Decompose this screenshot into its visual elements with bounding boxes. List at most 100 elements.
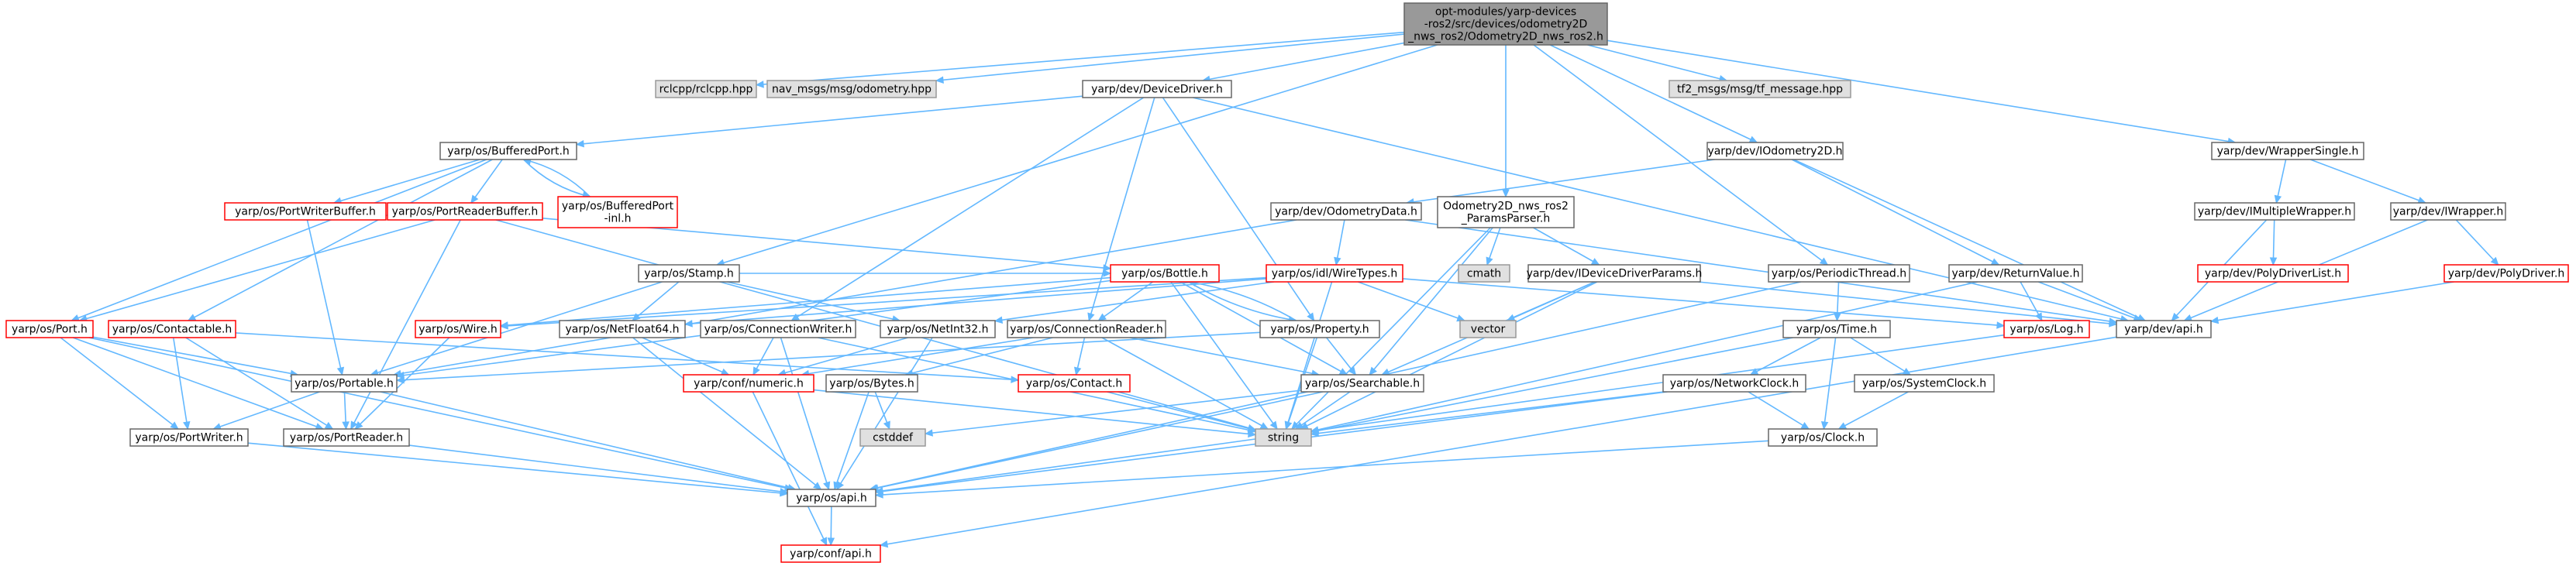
edge-devapi-to-confapi [879,336,2117,548]
edge-retval-to-log [2020,281,2043,322]
edge-devdriver-to-connreader [1087,97,1155,322]
edge-parser-to-string [1290,227,1491,430]
node-root[interactable]: opt-modules/yarp-devices-ros2/src/device… [1403,2,1608,46]
edge-portable-to-portwriter [212,391,320,431]
node-box [1255,428,1312,447]
node-idevparams[interactable]: yarp/dev/IDeviceDriverParams.h [1527,264,1703,283]
node-label: yarp/os/ConnectionWriter.h [704,323,852,335]
node-log[interactable]: yarp/os/Log.h [2003,320,2090,338]
edge-portable-to-portreader [342,391,350,431]
node-contactable[interactable]: yarp/os/Contactable.h [108,320,236,338]
edge-line [1300,281,1598,430]
node-box [2390,202,2506,221]
node-bufinl[interactable]: yarp/os/BufferedPort-inl.h [557,196,678,228]
node-imw[interactable]: yarp/dev/IMultipleWrapper.h [2194,202,2355,221]
node-label: rclcpp/rclcpp.hpp [659,83,753,95]
node-label: yarp/dev/DeviceDriver.h [1091,83,1223,95]
node-connwriter[interactable]: yarp/os/ConnectionWriter.h [700,320,856,338]
node-sysclock[interactable]: yarp/os/SystemClock.h [1854,374,1995,393]
arrowhead-icon [752,366,760,376]
node-port[interactable]: yarp/os/Port.h [5,320,94,338]
node-bytes[interactable]: yarp/os/Bytes.h [825,374,918,393]
arrowhead-icon [499,321,508,329]
node-stamp[interactable]: yarp/os/Stamp.h [638,264,740,283]
node-label: yarp/os/SystemClock.h [1862,377,1986,389]
node-label: yarp/os/PeriodicThread.h [1772,267,1906,280]
node-retval[interactable]: yarp/dev/ReturnValue.h [1948,264,2083,283]
node-box [291,374,398,393]
node-odomdata[interactable]: yarp/dev/OdometryData.h [1270,202,1422,221]
edge-line [925,389,1302,434]
node-portreader[interactable]: yarp/os/PortReader.h [283,428,410,447]
node-netclock[interactable]: yarp/os/NetworkClock.h [1662,374,1806,393]
node-iodom[interactable]: yarp/dev/IOdometry2D.h [1706,142,1844,160]
node-osapi[interactable]: yarp/os/api.h [787,489,876,507]
arrowhead-icon [350,420,358,431]
edge-wrapsingle-to-iw [2309,159,2426,204]
edge-bottle-to-connreader [1097,281,1154,321]
node-idlwt[interactable]: yarp/os/idl/WireTypes.h [1266,264,1403,283]
node-devdriver[interactable]: yarp/dev/DeviceDriver.h [1082,80,1232,98]
node-confapi[interactable]: yarp/conf/api.h [780,544,881,563]
edge-bufinl-to-bufport [522,157,591,197]
edge-idlwt-to-netf64 [684,278,1267,328]
node-pdlist[interactable]: yarp/dev/PolyDriverList.h [2197,264,2349,283]
arrowhead-icon [1285,420,1293,431]
edge-osapi-to-confapi [827,506,835,547]
node-wire[interactable]: yarp/os/Wire.h [415,320,501,338]
node-bufport[interactable]: yarp/os/BufferedPort.h [439,142,577,160]
edge-line [523,159,591,197]
node-iw[interactable]: yarp/dev/IWrapper.h [2390,202,2506,221]
node-numeric[interactable]: yarp/conf/numeric.h [683,374,814,393]
node-contact[interactable]: yarp/os/Contact.h [1018,374,1131,393]
node-wrapsingle[interactable]: yarp/dev/WrapperSingle.h [2211,142,2364,160]
edge-line [684,278,1267,325]
node-time[interactable]: yarp/os/Time.h [1782,320,1891,338]
node-property[interactable]: yarp/os/Property.h [1259,320,1380,338]
edge-contact-to-string [1107,391,1257,432]
node-portable[interactable]: yarp/os/Portable.h [291,374,398,393]
node-parser[interactable]: Odometry2D_nws_ros2_ParamsParser.h [1437,196,1575,228]
node-connreader[interactable]: yarp/os/ConnectionReader.h [1007,320,1166,338]
edge-line [2037,281,2142,321]
edge-line [408,444,788,493]
node-box [1437,196,1575,228]
edge-line [1129,337,1320,376]
edge-connreader-to-bytes [904,337,1053,377]
node-prbuf[interactable]: yarp/os/PortReaderBuffer.h [387,202,543,221]
node-box [1458,264,1510,283]
node-devapi[interactable]: yarp/dev/api.h [2116,320,2212,338]
node-neti32[interactable]: yarp/os/NetInt32.h [880,320,996,338]
arrowhead-icon [874,487,884,495]
edge-periodic-to-time [1834,281,1841,322]
arrowhead-icon [755,81,764,88]
node-polydrv[interactable]: yarp/dev/PolyDriver.h [2443,264,2569,283]
edge-line [576,95,1083,146]
edge-imw-to-pdlist [2269,219,2278,266]
arrowhead-icon [1073,366,1082,376]
arrowhead-icon [395,376,405,384]
edge-line [905,337,1053,376]
edge-bottle-to-string [1170,281,1278,430]
node-netf64[interactable]: yarp/os/NetFloat64.h [559,320,686,338]
arrowhead-icon [879,540,889,548]
node-bottle[interactable]: yarp/os/Bottle.h [1110,264,1220,283]
node-box [1018,374,1131,393]
node-label: yarp/os/Bytes.h [829,377,914,389]
node-periodic[interactable]: yarp/os/PeriodicThread.h [1768,264,1910,283]
arrowhead-icon [2109,320,2118,328]
node-tf2: tf2_msgs/msg/tf_message.hpp [1669,80,1851,98]
node-box [224,202,387,221]
edge-line [350,219,461,430]
arrowhead-icon [1307,312,1315,322]
edge-portreader-to-osapi [408,444,789,496]
arrowhead-icon [336,366,345,376]
arrowhead-icon [1248,430,1257,438]
node-label: nav_msgs/msg/odometry.hpp [772,83,932,95]
node-searchable[interactable]: yarp/os/Searchable.h [1300,374,1424,393]
edge-line [1326,337,1356,376]
node-portwriter[interactable]: yarp/os/PortWriter.h [129,428,249,447]
edge-line [1838,391,1909,430]
node-clock[interactable]: yarp/os/Clock.h [1768,428,1878,447]
node-pwbuf[interactable]: yarp/os/PortWriterBuffer.h [224,202,387,221]
